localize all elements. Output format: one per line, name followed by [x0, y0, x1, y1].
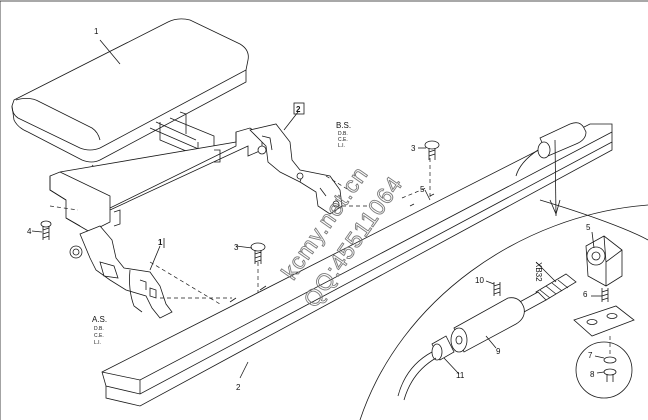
screw-3-right [424, 140, 440, 160]
callout-7: 7 [588, 351, 593, 360]
callout-5-left: 5 [420, 185, 425, 194]
callout-6: 6 [583, 290, 588, 299]
background-curve [359, 204, 648, 420]
callout-2-boxed: 2 [296, 105, 301, 114]
base-frame [49, 123, 343, 233]
leader-lines [31, 39, 605, 379]
callout-3-left: 3 [234, 243, 239, 252]
coupling-9 [450, 297, 525, 353]
mounting-plate [573, 305, 635, 337]
callout-11: 11 [456, 371, 465, 380]
variant-as-line2: C.E. [94, 333, 104, 339]
callout-5-right: 5 [586, 223, 591, 232]
actuator-motor [515, 122, 587, 217]
screw-4 [40, 220, 52, 240]
drive-gear-xb32 [515, 273, 577, 313]
variant-as-title: A.S. [92, 315, 107, 324]
channel-rail [101, 123, 613, 407]
callout-3-right: 3 [411, 144, 416, 153]
screw-10 [493, 282, 501, 296]
callout-9: 9 [496, 347, 501, 356]
pivot-block [585, 235, 623, 287]
callout-8: 8 [590, 370, 595, 379]
callout-10: 10 [475, 276, 484, 285]
callout-xb32: XB32 [534, 262, 543, 282]
variant-bs-line2: C.E. [338, 137, 348, 143]
variant-bs-title: B.S. [336, 121, 351, 130]
screw-3-left [250, 242, 266, 264]
callout-1-top: 1 [94, 27, 99, 36]
variant-bs-line1: D.B. [338, 131, 348, 137]
assembly-lines [49, 158, 431, 305]
callout-4: 4 [27, 227, 32, 236]
variant-as-line3: L.I. [94, 340, 101, 346]
cable-end-11 [397, 335, 455, 401]
screw-6 [601, 288, 609, 302]
variant-as-line1: D.B. [94, 326, 104, 332]
callout-1-boxed: 1 [158, 238, 163, 247]
seat-cushion [11, 18, 249, 163]
variant-bs-line3: L.I. [338, 143, 345, 149]
left-bracket [69, 225, 173, 319]
detail-circle [575, 336, 633, 399]
callout-box-2 [293, 102, 305, 115]
callout-2-bottom: 2 [236, 383, 241, 392]
